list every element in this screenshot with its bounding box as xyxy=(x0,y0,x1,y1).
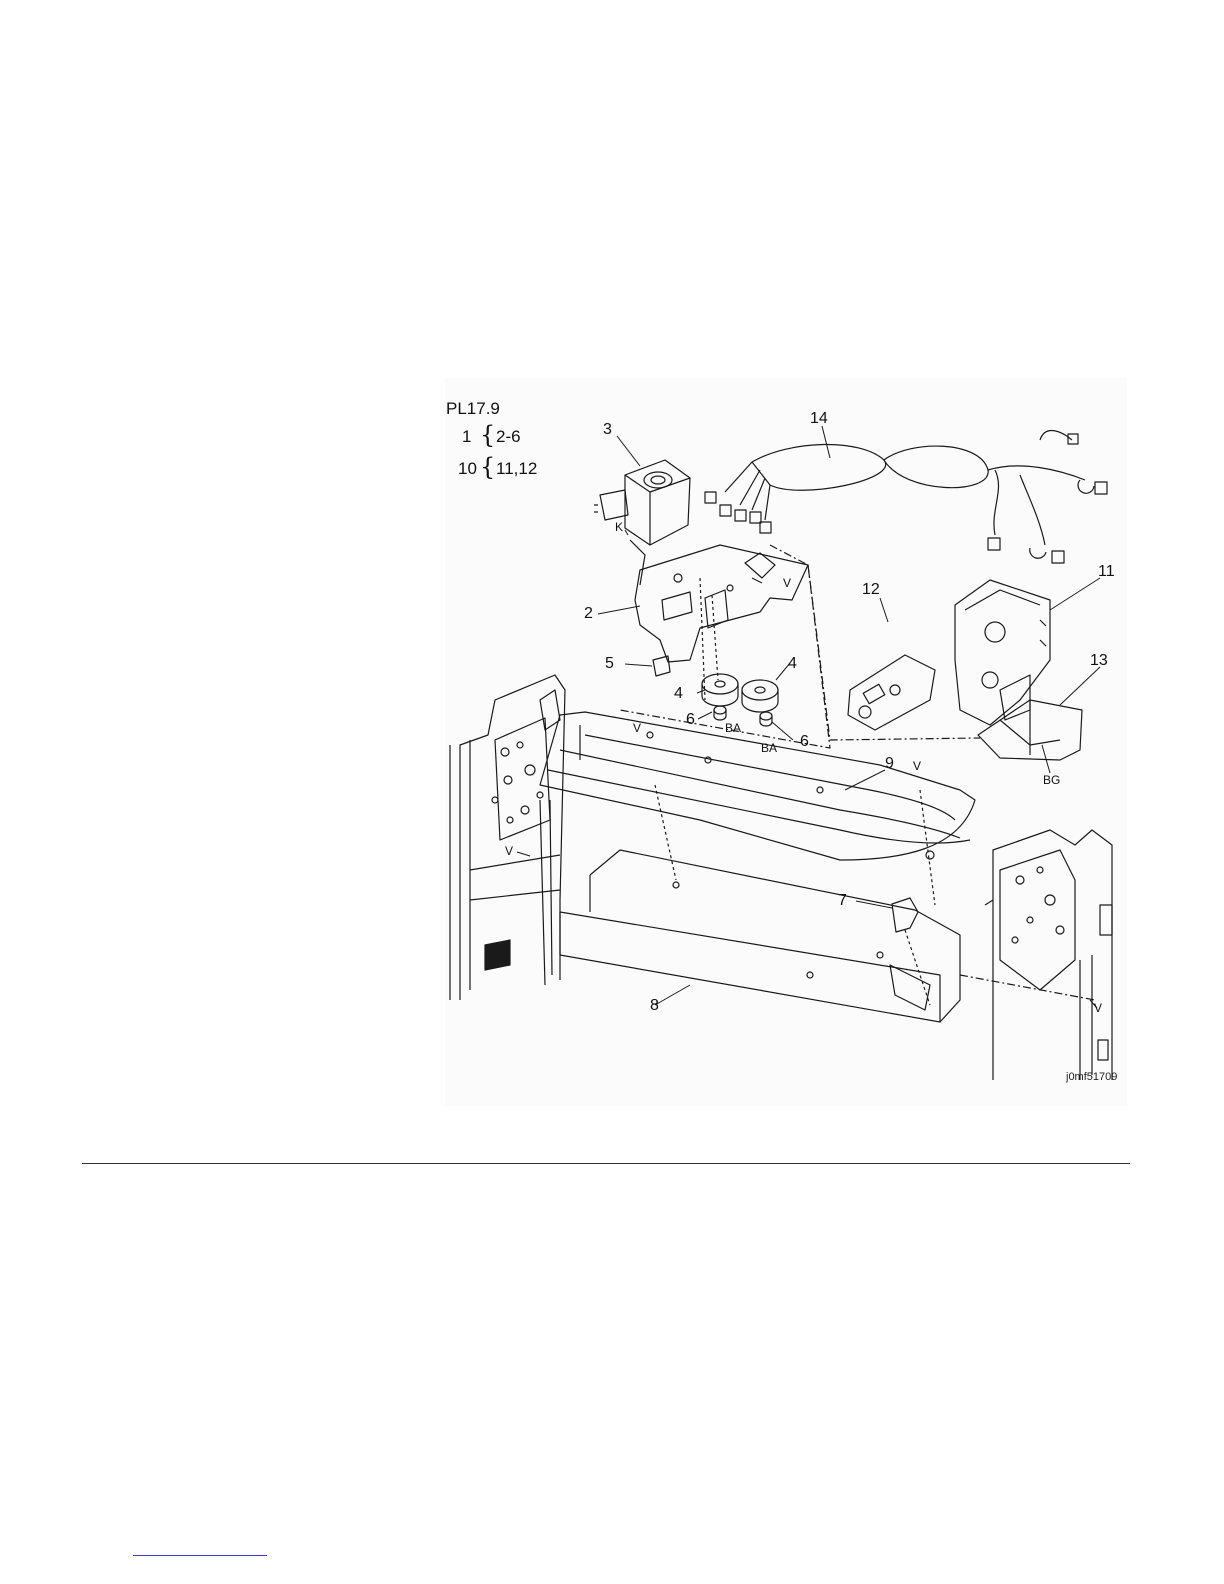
label-v-mid: V xyxy=(633,722,641,734)
group-includes-1: 2-6 xyxy=(496,428,521,445)
gear-4a xyxy=(702,674,738,706)
gear-4b xyxy=(742,680,778,712)
figure-id: j0mf51709 xyxy=(1066,1071,1117,1083)
callout-4a: 4 xyxy=(674,686,683,702)
group-brace-10: { xyxy=(480,455,495,479)
label-v-right: V xyxy=(913,760,921,772)
callout-8: 8 xyxy=(650,998,659,1014)
right-side-frame xyxy=(960,830,1112,1080)
group-item-1: 1 xyxy=(462,428,471,445)
callout-2: 2 xyxy=(584,606,593,622)
callout-3: 3 xyxy=(603,422,612,438)
unit-11 xyxy=(955,580,1050,725)
bracket-2 xyxy=(635,545,808,700)
label-v-left: V xyxy=(505,845,513,857)
label-k: K xyxy=(615,521,623,533)
horizontal-rule xyxy=(82,1163,1130,1164)
label-v-top: V xyxy=(783,577,791,589)
callout-11: 11 xyxy=(1098,564,1115,580)
callout-13: 13 xyxy=(1090,653,1108,669)
callout-9: 9 xyxy=(885,756,894,772)
callout-14: 14 xyxy=(810,411,828,427)
unit-12 xyxy=(848,655,935,730)
callout-5: 5 xyxy=(605,656,614,672)
group-item-10: 10 xyxy=(458,460,477,477)
plate-number: PL17.9 xyxy=(446,400,500,417)
sensor-7 xyxy=(892,898,930,1005)
callout-6a: 6 xyxy=(686,712,695,728)
label-v-bottom: V xyxy=(1094,1002,1102,1014)
footer-link-underline[interactable] xyxy=(133,1555,267,1556)
frame-8 xyxy=(560,785,960,1022)
callout-12: 12 xyxy=(862,582,880,598)
motor-3 xyxy=(594,460,690,585)
exploded-parts-diagram xyxy=(445,378,1127,1106)
label-bg: BG xyxy=(1043,774,1060,786)
bearing-6a xyxy=(714,706,726,720)
callout-4b: 4 xyxy=(788,656,797,672)
bearing-6b xyxy=(760,712,772,726)
wire-harness-14 xyxy=(705,378,1107,563)
tray-9 xyxy=(540,712,975,860)
group-includes-10: 11,12 xyxy=(496,460,537,477)
parts-drawing xyxy=(445,378,1127,1106)
label-ba-a: BA xyxy=(725,722,741,734)
group-brace-1: { xyxy=(480,423,495,447)
label-ba-b: BA xyxy=(761,742,777,754)
callout-7: 7 xyxy=(838,893,847,909)
callout-6b: 6 xyxy=(800,734,809,750)
bracket-13 xyxy=(978,700,1082,760)
left-side-frame xyxy=(450,675,565,1000)
